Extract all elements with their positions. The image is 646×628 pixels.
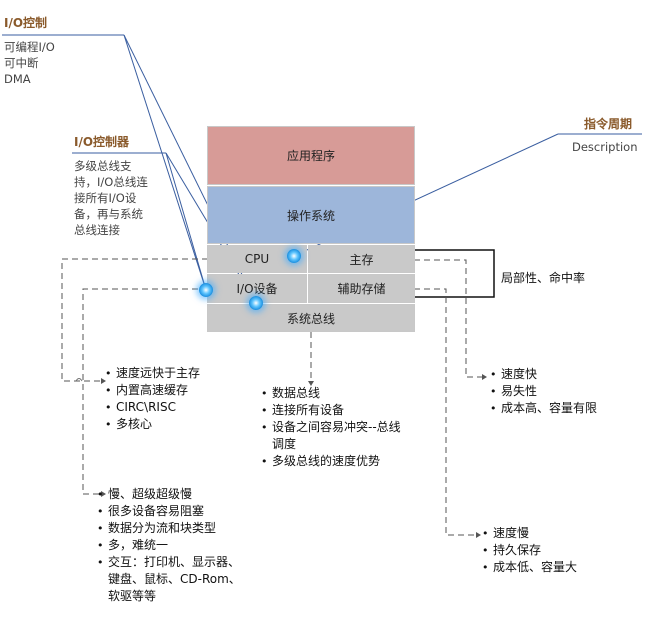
layer-os-label: 操作系统 xyxy=(286,208,335,223)
block-aux-storage: 辅助存储 xyxy=(308,274,415,303)
list-item: 成本高、容量有限 xyxy=(490,400,640,417)
list-bus: 数据总线 连接所有设备 设备之间容易冲突--总线调度 多级总线的速度优势 xyxy=(261,385,411,470)
list-item: 多级总线的速度优势 xyxy=(261,453,411,470)
glow-marker-io-left xyxy=(199,283,213,297)
callout-io-control-line: DMA xyxy=(4,72,31,86)
list-item: 持久保存 xyxy=(482,542,632,559)
list-item: 多核心 xyxy=(105,416,235,433)
bracket-label-locality: 局部性、命中率 xyxy=(501,271,586,285)
block-main-memory-label: 主存 xyxy=(349,252,374,267)
callout-io-control-text: 可编程I/O 可中断 DMA xyxy=(4,39,55,87)
list-item: 很多设备容易阻塞 xyxy=(97,503,245,520)
list-item: 数据分为流和块类型 xyxy=(97,520,245,537)
layer-application-label: 应用程序 xyxy=(286,149,335,163)
list-io: 慢、超级超级慢 很多设备容易阻塞 数据分为流和块类型 多，难统一 交互：打印机、… xyxy=(97,486,245,605)
list-item: CIRC\RISC xyxy=(105,399,235,416)
list-item: 数据总线 xyxy=(261,385,411,402)
list-item: 易失性 xyxy=(490,383,640,400)
list-item: 设备之间容易冲突--总线调度 xyxy=(261,419,411,453)
block-io-device-label: I/O设备 xyxy=(236,282,278,296)
callout-instruction-cycle-title: 指令周期 xyxy=(584,117,633,131)
callout-io-controller-text: 多级总线支 持，I/O总线连 接所有I/O设 备，再与系统 总线连接 xyxy=(74,158,148,238)
list-item: 速度远快于主存 xyxy=(105,365,235,382)
list-item: 交互：打印机、显示器、键盘、鼠标、CD-Rom、软驱等等 xyxy=(97,554,245,605)
list-item: 速度慢 xyxy=(482,525,632,542)
callout-io-control-line: 可编程I/O xyxy=(4,40,55,54)
list-aux-storage: 速度慢 持久保存 成本低、容量大 xyxy=(482,525,632,576)
list-item: 多，难统一 xyxy=(97,537,245,554)
block-system-bus-label: 系统总线 xyxy=(286,311,335,326)
block-io-device: I/O设备 xyxy=(207,274,307,303)
block-aux-storage-label: 辅助存储 xyxy=(337,282,386,296)
layer-application: 应用程序 xyxy=(207,126,415,185)
glow-marker-cpu xyxy=(287,249,301,263)
callout-io-controller-line: 备，再与系统 xyxy=(74,207,143,221)
list-item: 成本低、容量大 xyxy=(482,559,632,576)
callout-io-control-title: I/O控制 xyxy=(4,16,48,30)
list-item: 速度快 xyxy=(490,366,640,383)
callout-instruction-cycle-description: Description xyxy=(572,140,638,154)
list-cpu: 速度远快于主存 内置高速缓存 CIRC\RISC 多核心 xyxy=(105,365,235,433)
callout-io-controller-line: 多级总线支 xyxy=(74,159,132,173)
callout-io-controller-title: I/O控制器 xyxy=(74,135,130,149)
callout-io-controller-line: 接所有I/O设 xyxy=(74,191,137,205)
block-main-memory: 主存 xyxy=(308,245,415,273)
glow-marker-io-bus xyxy=(249,296,263,310)
block-cpu-label: CPU xyxy=(244,252,270,266)
layer-os: 操作系统 xyxy=(207,186,415,244)
callout-io-control-line: 可中断 xyxy=(4,56,39,70)
block-system-bus: 系统总线 xyxy=(207,304,415,332)
list-main-memory: 速度快 易失性 成本高、容量有限 xyxy=(490,366,640,417)
list-item: 内置高速缓存 xyxy=(105,382,235,399)
callout-io-controller-line: 总线连接 xyxy=(74,223,120,237)
callout-io-controller-line: 持，I/O总线连 xyxy=(74,175,148,189)
list-item: 慢、超级超级慢 xyxy=(97,486,245,503)
list-item: 连接所有设备 xyxy=(261,402,411,419)
